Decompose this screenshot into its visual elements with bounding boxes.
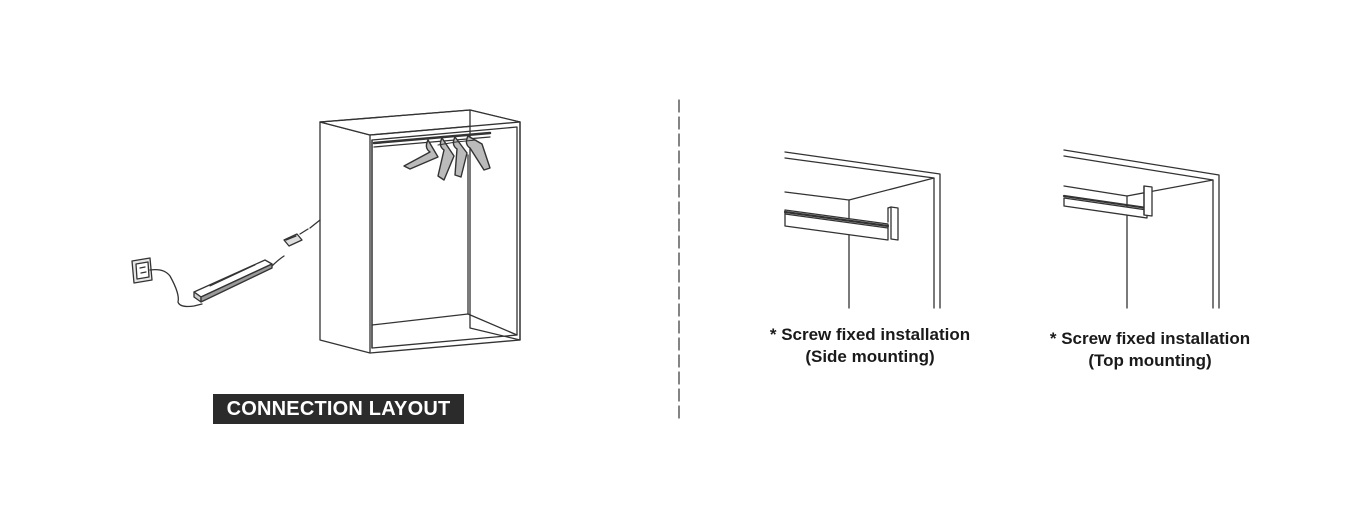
connection-layout-label: CONNECTION LAYOUT: [213, 394, 464, 424]
wardrobe-illustration: [319, 109, 521, 354]
side-mounting-caption-line2: (Side mounting): [805, 347, 935, 366]
top-mounting-illustration: [1062, 149, 1220, 309]
side-mounting-caption-line1: * Screw fixed installation: [769, 325, 971, 344]
hangers: [403, 135, 491, 181]
top-mounting-caption: * Screw fixed installation (Top mounting…: [1020, 328, 1280, 372]
side-mounting-illustration: [783, 151, 941, 309]
side-mounting-caption: * Screw fixed installation (Side mountin…: [740, 324, 1000, 368]
top-mounting-caption-line2: (Top mounting): [1088, 351, 1212, 370]
top-mounting-caption-line1: * Screw fixed installation: [1049, 329, 1251, 348]
power-cable: [131, 219, 321, 308]
